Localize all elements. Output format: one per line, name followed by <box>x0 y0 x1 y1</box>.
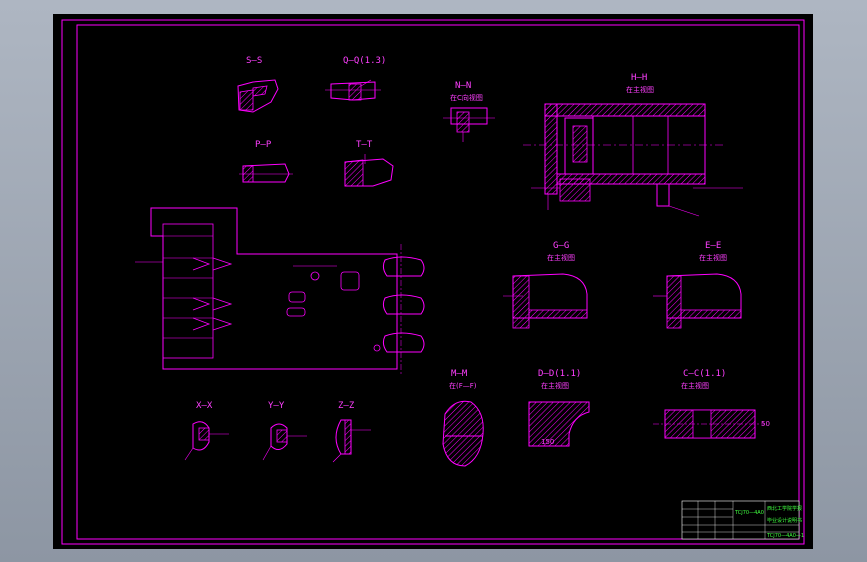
section-label-g-g: G—G <box>553 241 569 251</box>
section-label-z-z: Z—Z <box>338 401 355 411</box>
section-label-s-s: S—S <box>246 56 262 66</box>
section-sublabel-m-m: 在(F—F) <box>449 381 477 390</box>
section-sublabel-g-g: 在主视图 <box>547 253 575 262</box>
section-label-y-y: Y—Y <box>268 401 285 411</box>
section-z-z: Z—Z <box>332 401 371 463</box>
section-label-h-h: H—H <box>631 73 647 83</box>
title-block-sheet-no: TCJ70—4A0—1 <box>766 533 804 539</box>
section-sublabel-n-n: 在C向视图 <box>450 93 483 102</box>
dimension-d-width: 150 <box>541 438 554 446</box>
title-block: TCJ70—4A0 西北工学院学报 毕业设计说明书 TCJ70—4A0—1 <box>681 500 804 540</box>
inner-border <box>76 24 800 540</box>
outer-border <box>61 19 805 545</box>
section-label-d-d: D—D(1.1) <box>538 369 581 379</box>
section-label-c-c: C—C(1.1) <box>683 369 726 379</box>
section-x-x: X—X <box>184 401 229 461</box>
cad-viewport[interactable]: S—S Q—Q(1.3) P—P T—T N—N 在C向视图 H—H 在主 <box>53 14 813 549</box>
section-c-c: C—C(1.1) 在主视图 50 <box>653 369 770 439</box>
section-label-e-e: E—E <box>705 241 721 251</box>
section-label-t-t: T—T <box>356 140 373 150</box>
section-h-h: H—H 在主视图 <box>523 73 743 217</box>
section-label-x-x: X—X <box>196 401 213 411</box>
section-d-d: D—D(1.1) 在主视图 150 <box>528 369 590 447</box>
section-label-q-q: Q—Q(1.3) <box>343 56 386 66</box>
section-label-n-n: N—N <box>455 81 471 91</box>
section-label-m-m: M—M <box>451 369 468 379</box>
section-s-s: S—S <box>237 56 279 113</box>
section-sublabel-c-c: 在主视图 <box>681 381 709 390</box>
section-p-p: P—P <box>239 140 293 183</box>
title-block-drawing-no: TCJ70—4A0 <box>734 510 764 516</box>
title-block-school: 西北工学院学报 <box>767 505 802 512</box>
section-g-g: G—G 在主视图 <box>503 241 588 329</box>
section-e-e: E—E 在主视图 <box>653 241 742 329</box>
section-y-y: Y—Y <box>262 401 307 461</box>
section-m-m: M—M 在(F—F) <box>442 369 484 467</box>
cad-drawing-sheet: S—S Q—Q(1.3) P—P T—T N—N 在C向视图 H—H 在主 <box>61 19 805 545</box>
main-part-view <box>135 207 425 376</box>
section-t-t: T—T <box>344 140 394 187</box>
section-n-n: N—N 在C向视图 <box>443 81 495 142</box>
section-q-q: Q—Q(1.3) <box>325 56 386 101</box>
section-sublabel-d-d: 在主视图 <box>541 381 569 390</box>
section-sublabel-h-h: 在主视图 <box>626 85 654 94</box>
section-label-p-p: P—P <box>255 140 272 150</box>
title-block-title: 毕业设计说明书 <box>767 517 802 524</box>
section-sublabel-e-e: 在主视图 <box>699 253 727 262</box>
dimension-c-height: 50 <box>761 420 770 428</box>
